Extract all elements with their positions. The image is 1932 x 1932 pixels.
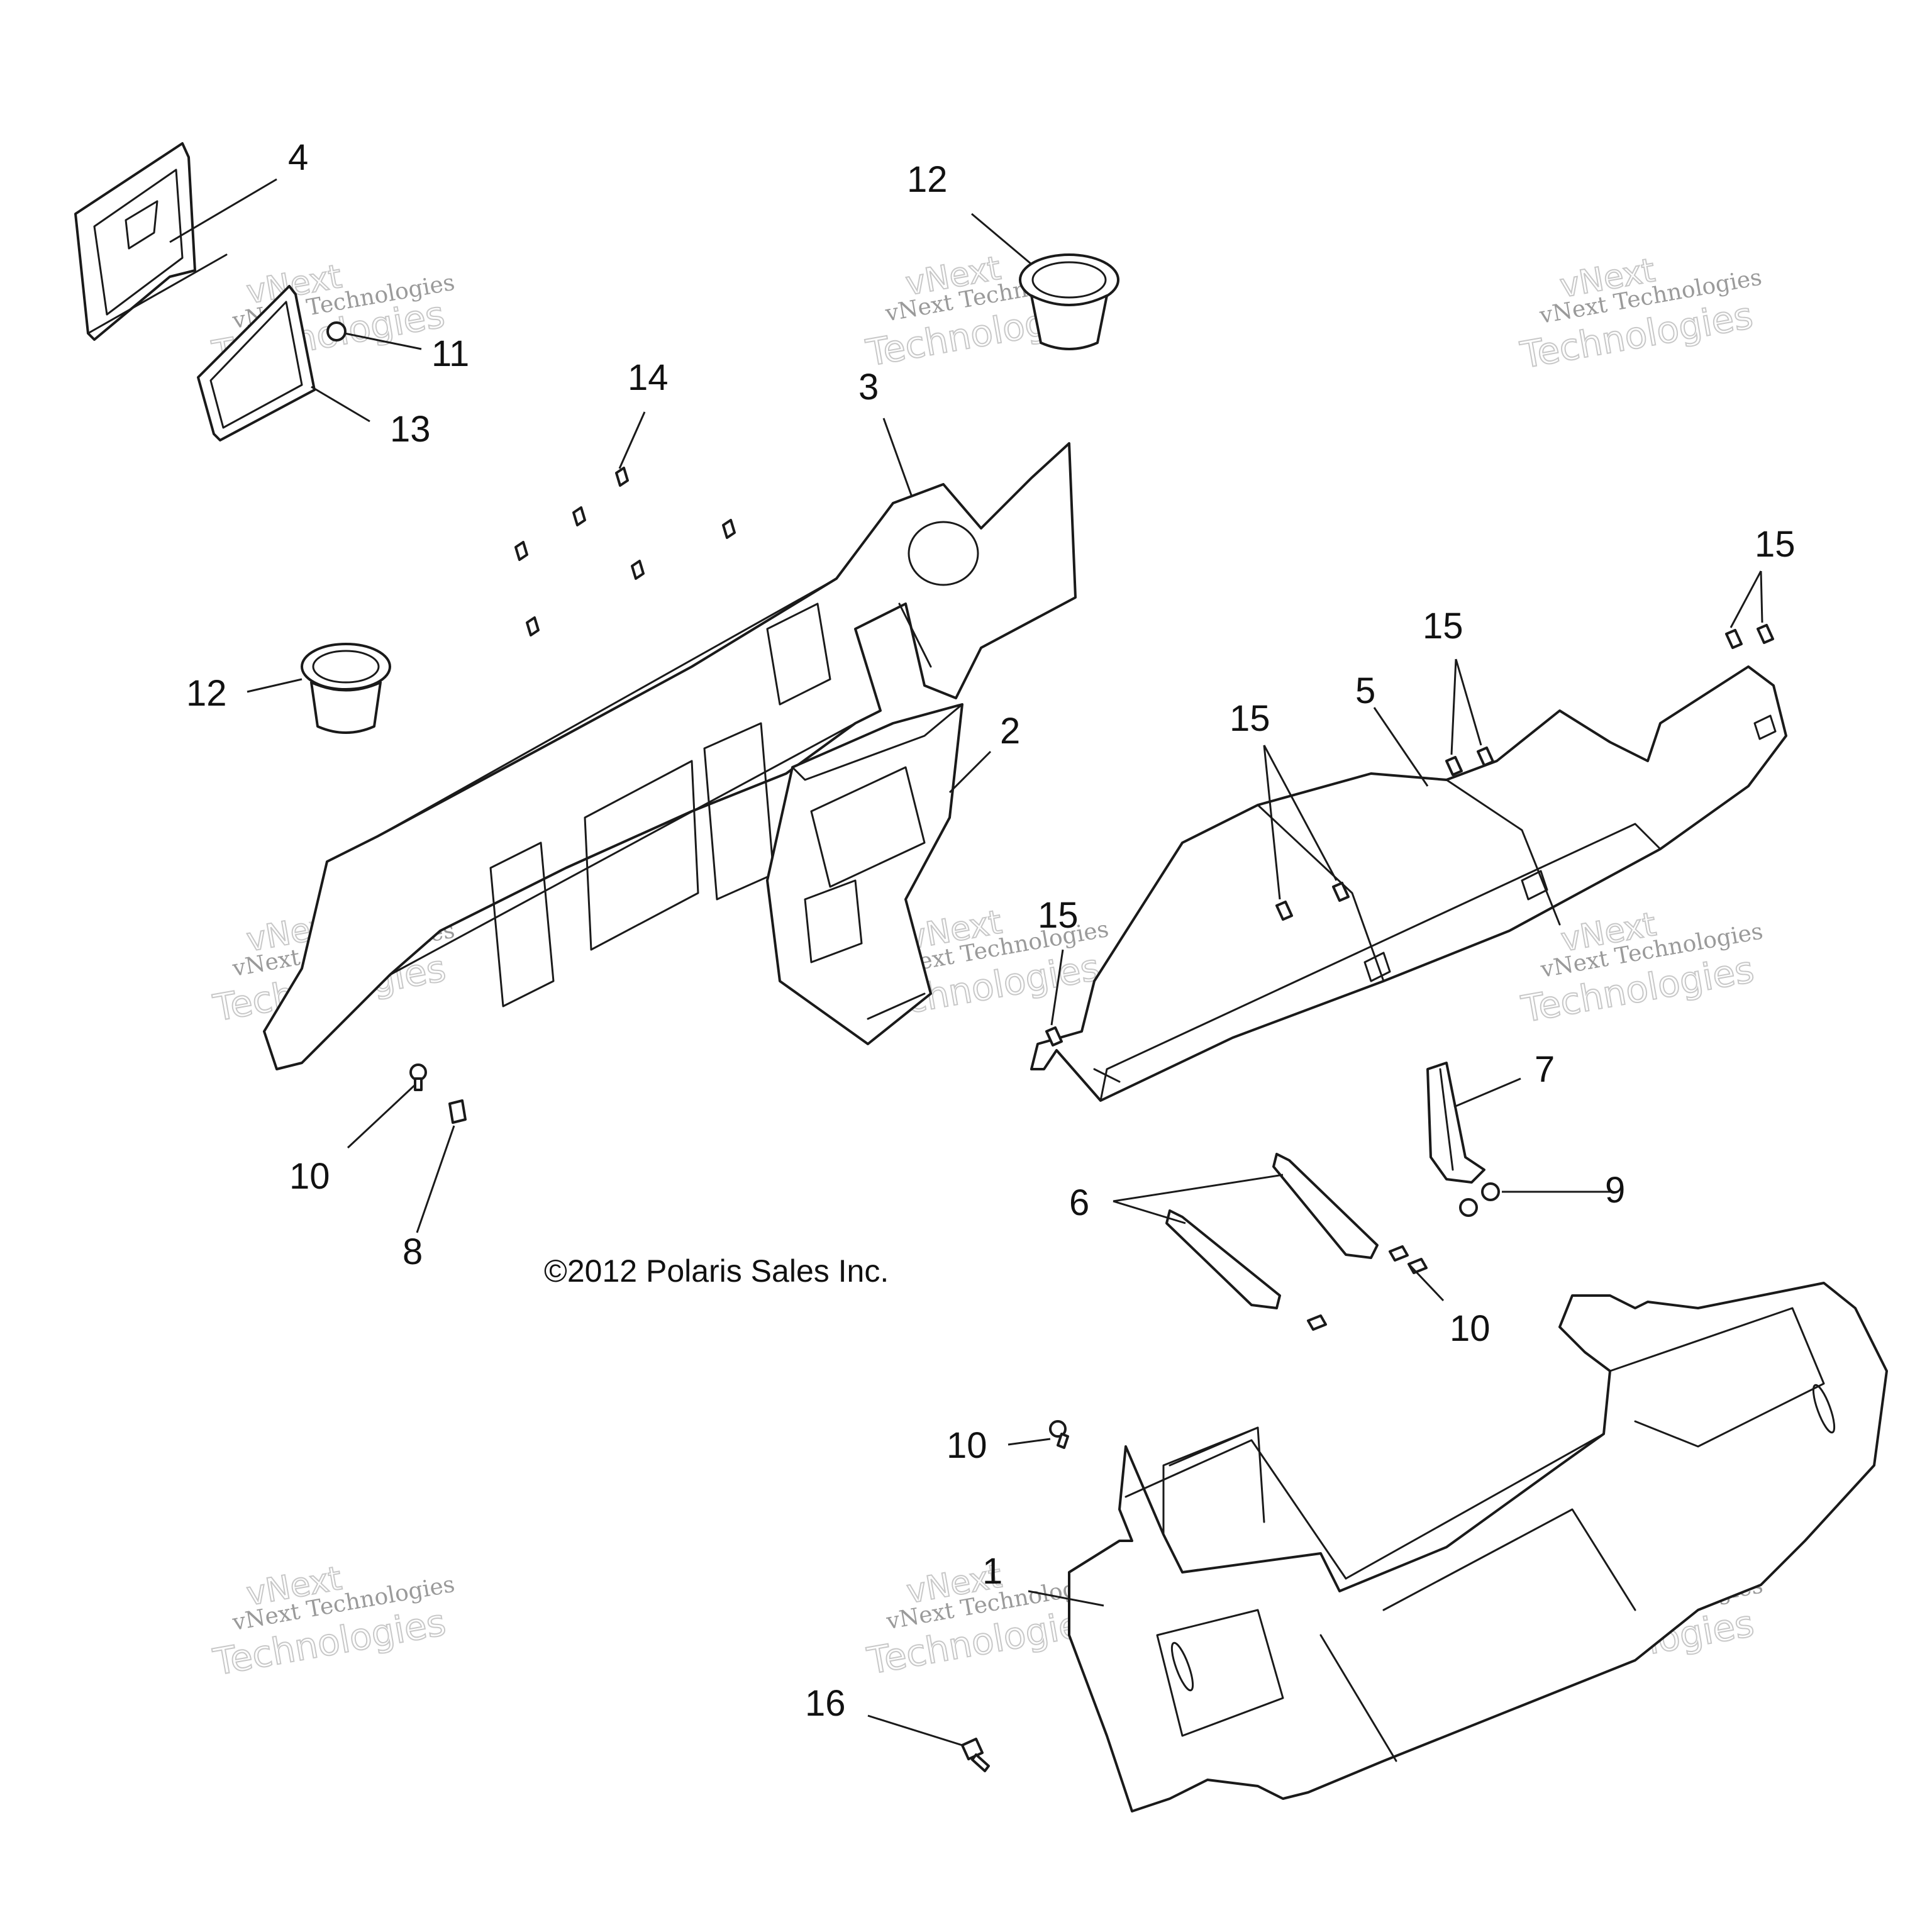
part-15-rivets	[1045, 624, 1774, 1046]
part-13-gasket	[197, 285, 316, 441]
leader-15g	[1050, 949, 1064, 1026]
callout-16: 16	[805, 1683, 846, 1724]
leader-15c	[1450, 658, 1457, 755]
callout-10-bottom: 10	[947, 1425, 987, 1466]
callout-7: 7	[1535, 1049, 1555, 1090]
callout-10-left: 10	[289, 1156, 330, 1197]
part-2-lower-dash	[766, 703, 963, 1045]
part-12-cupholder-left	[301, 643, 391, 734]
part-3-upper-dash	[263, 442, 1077, 1070]
leader-lines	[169, 178, 1763, 1746]
callout-15-a: 15	[1230, 698, 1270, 739]
callout-4: 4	[288, 137, 308, 178]
leader-13	[311, 386, 370, 423]
watermarks: vNext vNext Technologies Technologies vN…	[208, 249, 1765, 1685]
part-11-nut	[326, 321, 347, 341]
leader-5	[1373, 707, 1429, 787]
leader-12b	[247, 678, 303, 693]
callout-5: 5	[1355, 670, 1375, 711]
part-10-fastener-bottom	[1049, 1420, 1069, 1449]
callout-10-center: 10	[1450, 1308, 1491, 1349]
part-14-screws	[514, 467, 736, 636]
part-16-bolt	[961, 1738, 990, 1772]
leader-2	[948, 750, 992, 794]
callout-15-c: 15	[1755, 524, 1796, 565]
callout-14: 14	[628, 357, 669, 398]
part-10-fastener-left	[409, 1063, 427, 1091]
part-9-screws	[1459, 1182, 1500, 1217]
callout-labels: 1 2 3 4 5 6 7 8 9 10 10 10 11 12 12 13 1…	[186, 137, 1796, 1724]
leader-15a	[1263, 745, 1281, 900]
callout-12-top: 12	[907, 159, 948, 200]
leader-12a	[971, 213, 1032, 265]
leader-10c	[1008, 1438, 1051, 1446]
part-6-brackets	[1165, 1153, 1379, 1309]
watermark-bottom-left: vNext vNext Technologies Technologies	[209, 1559, 457, 1684]
leader-6b	[1113, 1200, 1186, 1224]
leader-1	[1028, 1590, 1104, 1607]
callout-1: 1	[982, 1551, 1002, 1592]
leader-16	[867, 1714, 963, 1746]
leader-8	[416, 1125, 455, 1233]
callout-6: 6	[1069, 1182, 1089, 1223]
leader-10a	[347, 1084, 416, 1149]
part-5-top-panel	[1030, 665, 1787, 1102]
part-1-main-dash	[1068, 1282, 1888, 1813]
leader-10b	[1407, 1263, 1445, 1302]
callout-2: 2	[1000, 711, 1020, 752]
copyright-notice: ©2012 Polaris Sales Inc.	[544, 1253, 889, 1289]
part-12-cupholder-top	[1019, 253, 1119, 350]
leader-6a	[1113, 1174, 1284, 1202]
leader-15b	[1263, 745, 1338, 881]
leader-7	[1453, 1077, 1521, 1108]
part-8-clip	[448, 1099, 467, 1124]
part-7-bracket	[1426, 1062, 1485, 1184]
leader-11	[344, 332, 422, 350]
watermark-top-right: vNext vNext Technologies Technologies	[1516, 251, 1763, 377]
callout-11: 11	[431, 333, 469, 374]
leader-14	[618, 411, 646, 469]
callout-13: 13	[390, 409, 431, 450]
callout-9: 9	[1605, 1170, 1625, 1211]
callout-3: 3	[858, 367, 879, 408]
callout-12-left: 12	[186, 673, 227, 714]
leader-15f	[1760, 570, 1763, 623]
callout-15-d: 15	[1038, 895, 1079, 936]
callout-15-b: 15	[1423, 606, 1463, 647]
part-4-glovebox-door	[74, 142, 228, 341]
part-10-fasteners-center	[1307, 1245, 1428, 1331]
leader-15d	[1455, 658, 1482, 746]
leader-4	[169, 178, 277, 243]
callout-8: 8	[402, 1231, 423, 1272]
leader-15e	[1729, 570, 1762, 628]
leader-3	[882, 418, 913, 497]
